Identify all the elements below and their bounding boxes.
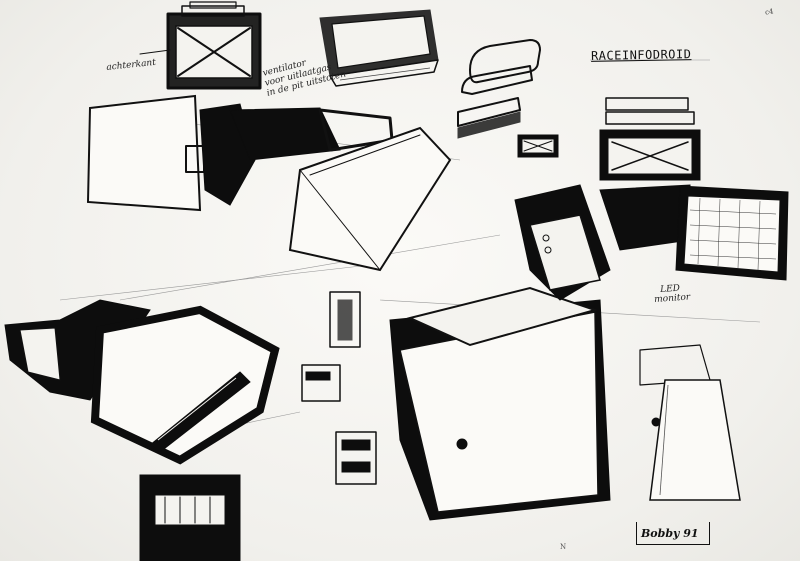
sheet-title: RACEINFODROID [590, 47, 692, 63]
arm-and-panel-sketch [86, 94, 452, 272]
signature-text: Bobby 91 [641, 527, 699, 540]
tapered-stand-sketch [639, 344, 741, 501]
artist-signature: Bobby 91 [636, 522, 710, 545]
detail-sketches [301, 291, 377, 485]
vent-capsule-sketch [319, 9, 439, 87]
bottom-mark: N [560, 543, 567, 551]
small-grille-sketch [517, 134, 559, 158]
stacked-slabs-sketch [457, 39, 541, 139]
main-droid-sketch [389, 97, 789, 521]
lower-left-droid-sketch [4, 299, 280, 561]
back-panel-box-sketch [166, 1, 262, 90]
page-mark: c4 [764, 7, 774, 17]
